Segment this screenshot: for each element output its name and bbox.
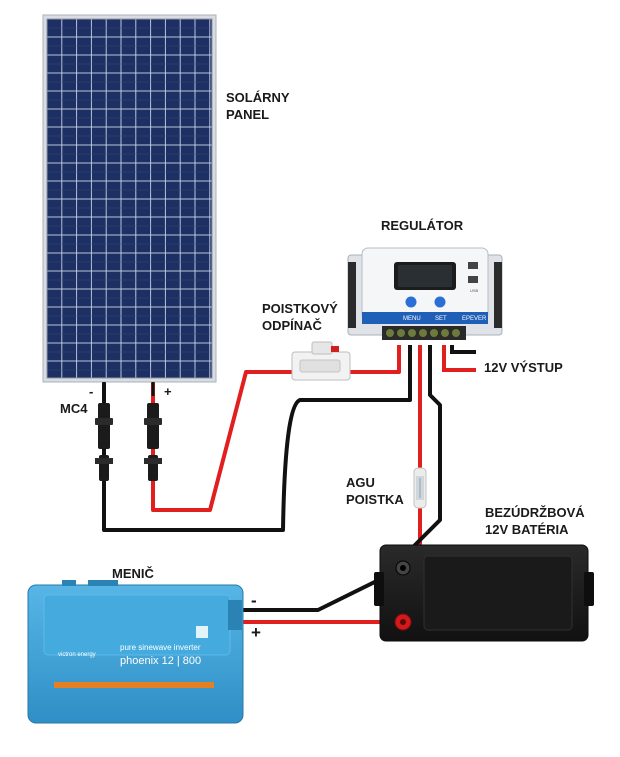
menu-button[interactable]	[405, 296, 417, 308]
wire-output-negative	[450, 345, 476, 354]
regulator-brand: EPEVER	[462, 316, 487, 322]
mc4-connector-positive	[144, 403, 162, 481]
breaker-label-line1: POISTKOVÝ	[262, 301, 338, 316]
regulator-label: REGULÁTOR	[381, 218, 464, 233]
battery-label-line2: 12V BATÉRIA	[485, 522, 569, 537]
output-label: 12V VÝSTUP	[484, 360, 563, 375]
mc4-connector-negative	[95, 403, 113, 481]
fuse-disconnect	[291, 341, 351, 381]
set-button[interactable]	[434, 296, 446, 308]
solar-panel	[42, 14, 217, 383]
wire-panel-negative	[102, 345, 412, 532]
battery-label-line1: BEZÚDRŽBOVÁ	[485, 505, 585, 520]
wire-output-positive	[442, 345, 476, 372]
menu-label: MENU	[403, 316, 421, 322]
solar-panel-label-line1: SOLÁRNY	[226, 90, 290, 105]
inverter-minus-sign: -	[251, 591, 257, 610]
agu-fuse	[413, 467, 427, 509]
mc4-label: MC4	[60, 401, 88, 416]
wire-panel-positive	[151, 370, 292, 512]
panel-plus-sign: +	[164, 384, 172, 399]
usb-label: USB	[470, 288, 479, 293]
inverter-brand: victron energy	[58, 652, 96, 658]
solar-panel-label-line2: PANEL	[226, 107, 269, 122]
charge-regulator: USB MENU SET EPEVER	[347, 247, 503, 340]
wire-breaker-to-regulator	[350, 345, 401, 374]
agu-fuse-label-line1: AGU	[346, 475, 375, 490]
inverter: victron energy pure sinewave inverter ph…	[27, 580, 244, 724]
breaker-label-line2: ODPÍNAČ	[262, 318, 323, 333]
inverter-label: MENIČ	[112, 566, 155, 581]
agu-fuse-label-line2: POISTKA	[346, 492, 404, 507]
panel-minus-sign: -	[89, 384, 93, 399]
inverter-model-line1: pure sinewave inverter	[120, 643, 201, 652]
inverter-plus-sign: +	[251, 623, 261, 642]
inverter-model-line2: phoenix 12 | 800	[120, 655, 201, 667]
set-label: SET	[435, 316, 447, 322]
inverter-stripe	[54, 682, 214, 688]
battery	[374, 544, 594, 642]
